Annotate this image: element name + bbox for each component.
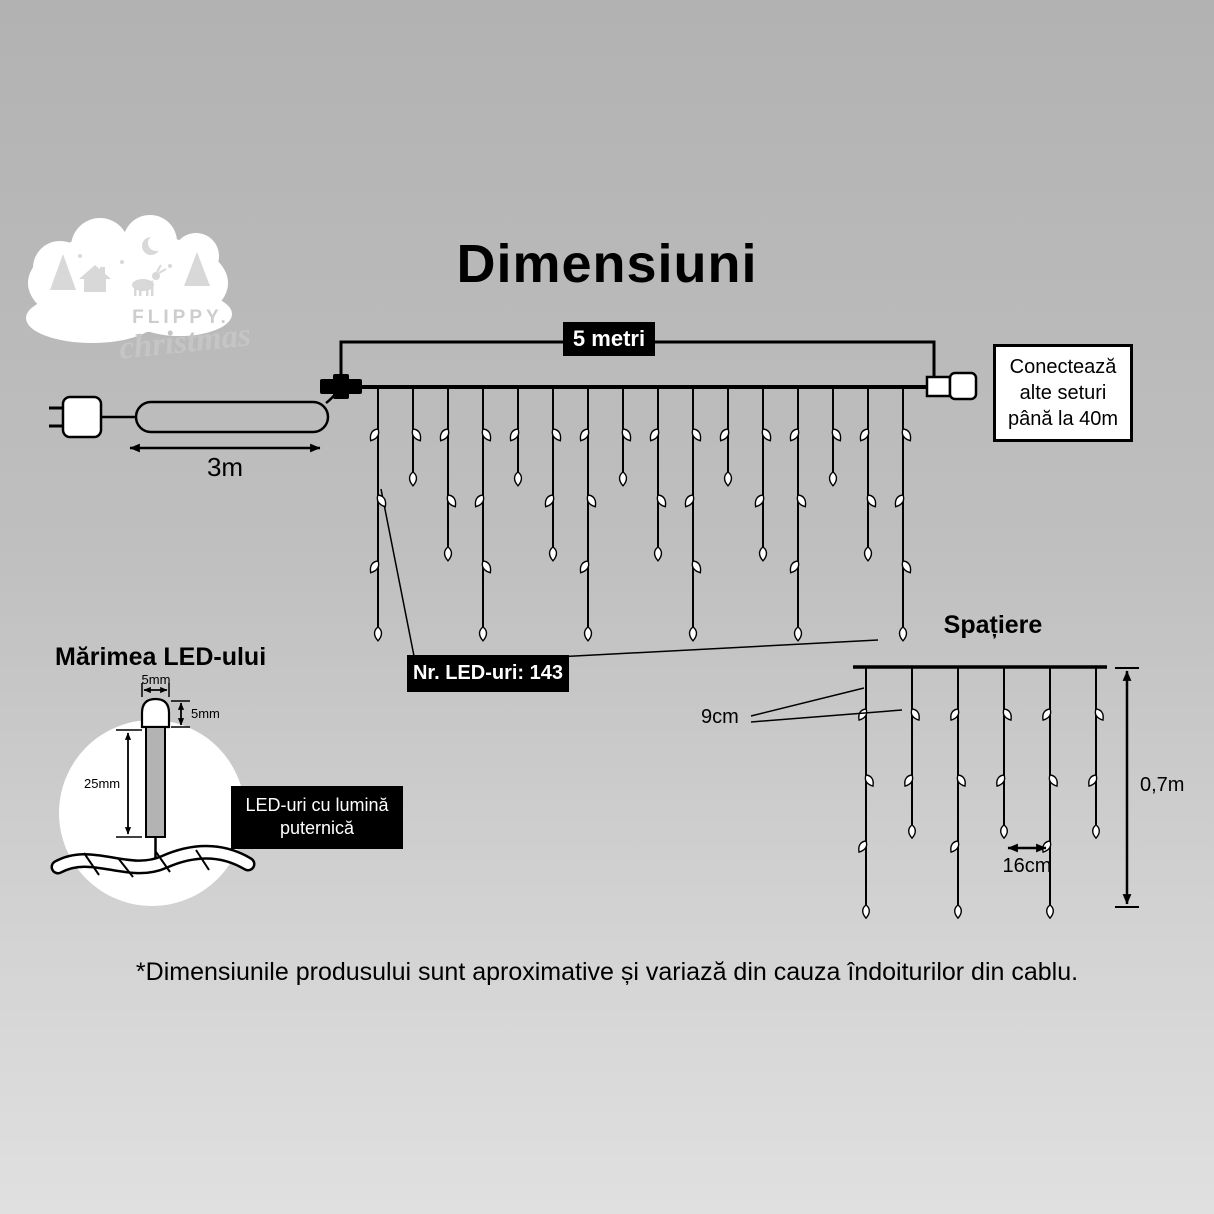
body-length-arrow	[116, 729, 142, 838]
cap-width-arrow	[141, 683, 170, 697]
logo-scene	[50, 235, 210, 296]
lead-length-label: 3m	[206, 452, 244, 482]
connect-info-box: Conectează alte seturi până la 40m	[993, 344, 1133, 442]
power-plug	[49, 395, 136, 439]
tree-icon	[50, 254, 76, 290]
cable-loop	[134, 400, 330, 434]
led-body-length-label: 25mm	[84, 776, 121, 791]
cap-height-arrow	[171, 700, 190, 728]
total-width-badge: 5 metri	[563, 322, 655, 356]
led-count-pointer-right	[555, 639, 879, 658]
led-callout-line2: puternică	[279, 818, 355, 839]
led-cap-height-label: 5mm	[191, 706, 220, 721]
led-callout-box: LED-uri cu lumină puternică	[231, 786, 403, 849]
led-callout-line1: LED-uri cu lumină	[245, 795, 389, 815]
end-connector	[925, 371, 978, 401]
led-count-badge: Nr. LED-uri: 143	[407, 655, 569, 692]
house-icon	[84, 278, 106, 292]
star-icon	[120, 260, 124, 264]
drop-height-label: 0,7m	[1140, 774, 1185, 796]
led-cap-width-label: 5mm	[141, 672, 171, 687]
led-bulb-drawing	[140, 697, 171, 860]
led-count-pointer-left	[380, 488, 415, 657]
twisted-wire	[50, 844, 256, 878]
logo-brand-text: FLIPPY.	[132, 307, 230, 328]
drop-gap-label: 16cm	[1002, 855, 1052, 877]
spacing-curtain	[858, 667, 1104, 920]
cable-link	[325, 387, 341, 405]
height-dimension-arrow	[1115, 667, 1139, 908]
deer-icon	[132, 264, 167, 296]
led-size-heading: Mărimea LED-ului	[55, 643, 267, 671]
spacing-heading: Spațiere	[943, 611, 1043, 639]
star-icon	[78, 254, 82, 258]
star-icon	[168, 264, 172, 268]
tree-icon	[184, 252, 210, 286]
footnote: *Dimensiunile produsului sunt aproximati…	[135, 958, 1079, 986]
page-title: Dimensiuni	[456, 234, 758, 294]
bulb-gap-pointers	[750, 687, 903, 723]
main-curtain	[369, 387, 912, 642]
start-connector	[320, 374, 362, 399]
bulb-gap-label: 9cm	[701, 706, 739, 728]
